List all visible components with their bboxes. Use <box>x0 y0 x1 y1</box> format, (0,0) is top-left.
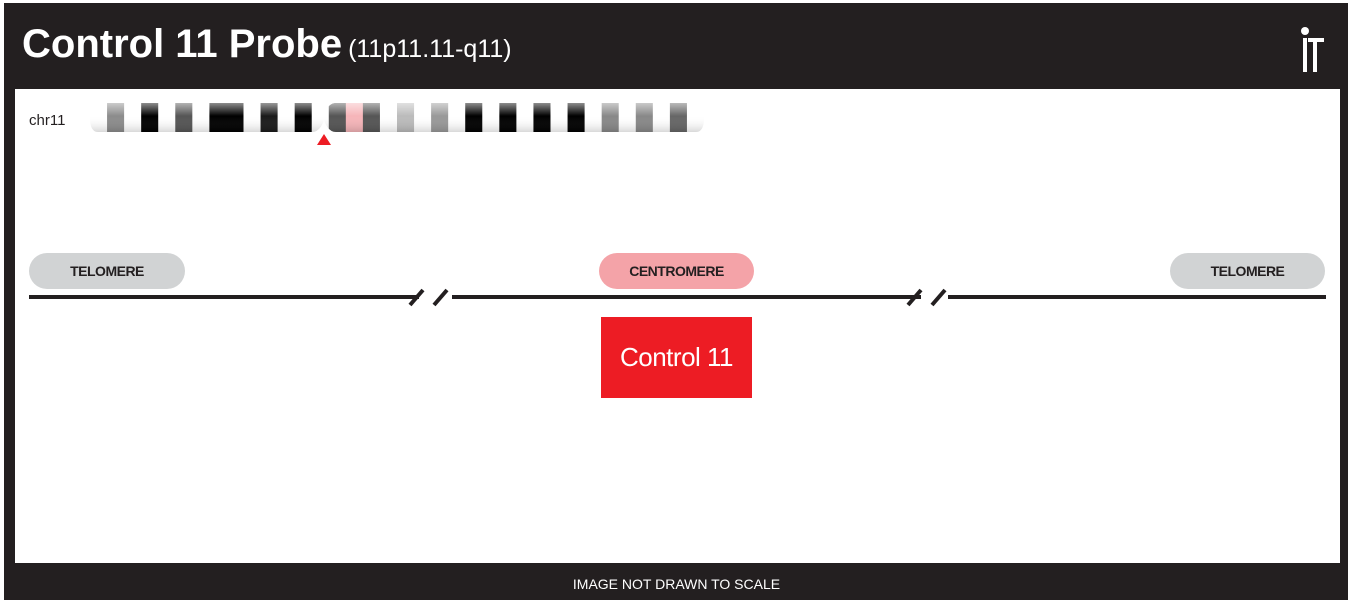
centromere-label: CENTROMERE <box>599 253 754 289</box>
axis-break-icon <box>432 288 449 307</box>
probe-locus: (11p11.11-q11) <box>348 35 512 63</box>
axis-break-icon <box>408 288 425 307</box>
probe-box: Control 11 <box>601 317 752 398</box>
telomere-right-label: TELOMERE <box>1170 253 1325 289</box>
telomere-left-label: TELOMERE <box>29 253 185 289</box>
axis-break-icon <box>930 288 947 307</box>
page-title: Control 11 Probe(11p11.11-q11) <box>22 22 512 67</box>
probe-title: Control 11 Probe <box>22 22 343 66</box>
scale-note: IMAGE NOT DRAWN TO SCALE <box>572 576 781 592</box>
ideogram-shading <box>90 103 704 132</box>
person-logo-icon <box>1301 27 1324 72</box>
chromosome-axis <box>29 288 1326 307</box>
axis-break-icon <box>906 288 923 307</box>
chromosome-label: chr11 <box>29 112 66 129</box>
chromosome-ideogram <box>90 103 704 145</box>
centromere-marker-icon <box>317 134 331 145</box>
